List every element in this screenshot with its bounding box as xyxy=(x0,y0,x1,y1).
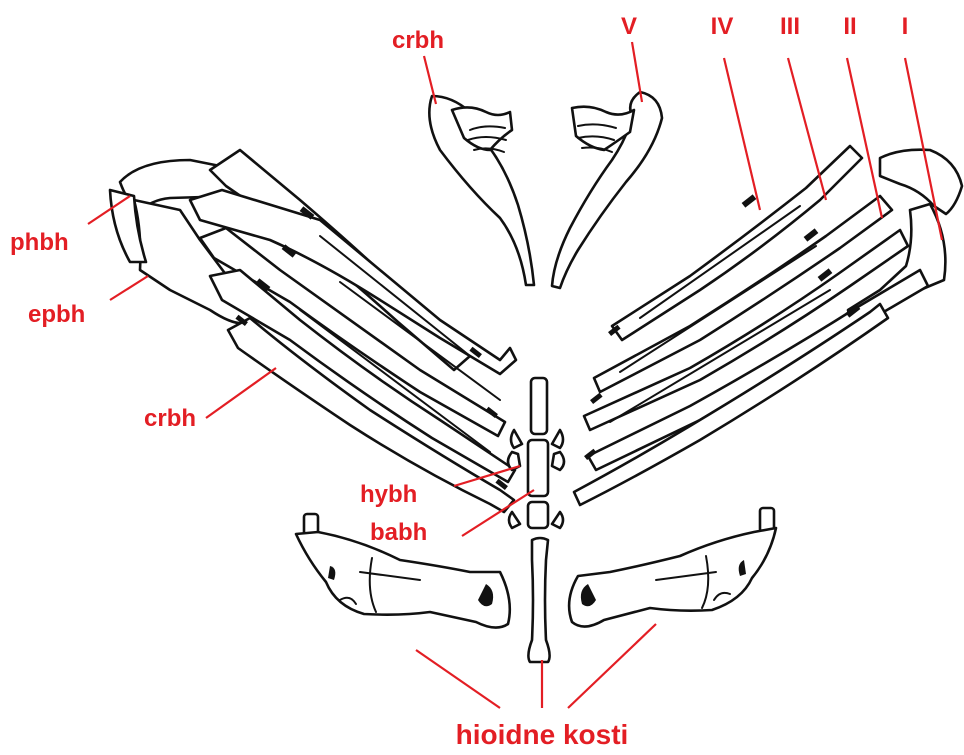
label-iv: IV xyxy=(711,13,734,40)
label-hybh: hybh xyxy=(360,481,417,508)
label-v: V xyxy=(621,13,637,40)
upper-pharyngeal-bone-left xyxy=(429,96,534,285)
label-epbh: epbh xyxy=(28,301,85,328)
leader-crbh-top xyxy=(424,56,436,104)
leader-hyoid-right xyxy=(568,624,656,708)
leader-iii xyxy=(788,58,826,200)
leader-ii xyxy=(847,58,882,218)
label-crbh-left: crbh xyxy=(144,405,196,432)
right-branchial-arches xyxy=(574,146,962,505)
basibranchial-column xyxy=(508,378,564,662)
leader-crbh-left xyxy=(206,368,276,418)
label-ii: II xyxy=(843,13,856,40)
upper-pharyngeal-bone-right xyxy=(552,92,662,288)
label-i: I xyxy=(902,13,909,40)
label-babh: babh xyxy=(370,519,427,546)
label-iii: III xyxy=(780,13,800,40)
leader-lines xyxy=(88,42,942,708)
left-branchial-arches xyxy=(110,150,516,512)
label-phbh: phbh xyxy=(10,229,69,256)
leader-hyoid-left xyxy=(416,650,500,708)
label-crbh-top: crbh xyxy=(392,27,444,54)
hyoid-right xyxy=(569,508,776,627)
leader-epbh xyxy=(110,276,148,300)
label-hioidne-kosti: hioidne kosti xyxy=(456,719,629,750)
leader-iv xyxy=(724,58,760,210)
